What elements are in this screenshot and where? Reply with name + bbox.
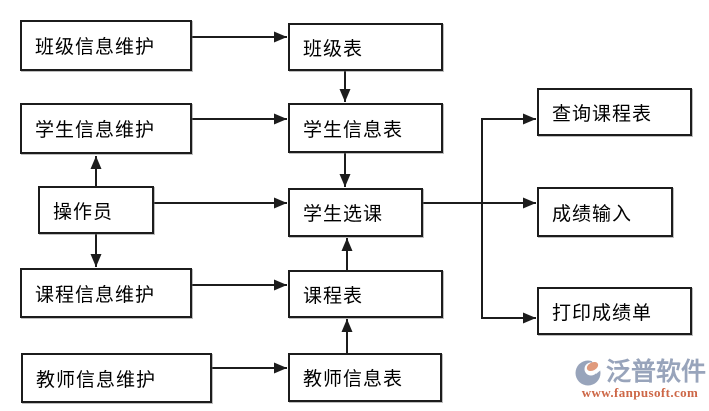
fanpu-watermark: 泛普软件 www.fanpusoft.com xyxy=(574,358,706,399)
fanpu-logo-icon xyxy=(575,358,604,386)
node-teacher-info-table: 教师信息表 xyxy=(288,353,442,402)
edge-selection-to-query-schedule xyxy=(481,113,536,203)
node-student-info-maintenance: 学生信息维护 xyxy=(20,103,192,154)
node-class-info-maintenance: 班级信息维护 xyxy=(20,20,192,71)
node-teacher-info-maintenance: 教师信息维护 xyxy=(21,353,212,403)
node-course-table: 课程表 xyxy=(288,270,443,318)
node-class-table: 班级表 xyxy=(288,23,443,71)
edge-selection-to-print-transcript xyxy=(481,203,536,324)
node-student-course-selection: 学生选课 xyxy=(288,188,423,237)
node-operator: 操作员 xyxy=(38,186,154,234)
brand-name: 泛普软件 xyxy=(606,358,707,386)
node-course-info-maintenance: 课程信息维护 xyxy=(20,268,192,318)
brand-website: www.fanpusoft.com xyxy=(581,385,699,400)
node-grade-input: 成绩输入 xyxy=(537,187,673,237)
node-student-info-table: 学生信息表 xyxy=(288,103,443,153)
node-print-transcript: 打印成绩单 xyxy=(537,287,692,335)
node-query-course-table: 查询课程表 xyxy=(537,88,692,136)
